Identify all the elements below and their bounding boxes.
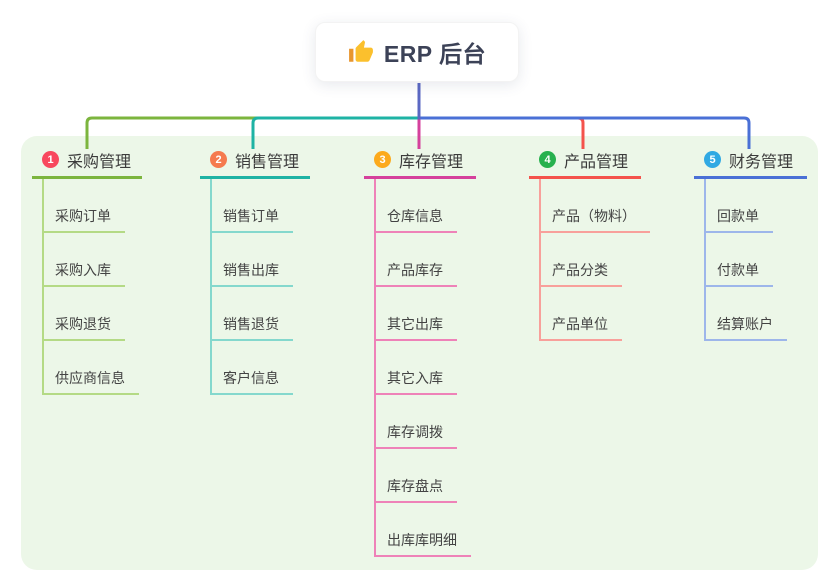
branch-5-number-badge: 5	[704, 151, 721, 168]
branch-4-label: 产品管理	[564, 153, 629, 171]
branch-1-child-1-label: 采购订单	[42, 206, 125, 233]
branch-2-child-2[interactable]: 销售出库	[210, 233, 310, 287]
branch-2-child-line	[210, 179, 212, 395]
branch-3-child-1-label: 仓库信息	[374, 206, 457, 233]
branch-4-child-1-label: 产品（物料）	[539, 206, 650, 233]
branch-1-child-2[interactable]: 采购入库	[42, 233, 142, 287]
branch-4-child-1[interactable]: 产品（物料）	[539, 179, 650, 233]
branch-3-children: 仓库信息产品库存其它出库其它入库库存调拨库存盘点出库库明细	[364, 179, 476, 557]
root-node-erp[interactable]: ERP 后台	[315, 22, 519, 82]
branch-4-child-3[interactable]: 产品单位	[539, 287, 641, 341]
branch-3-child-2-label: 产品库存	[374, 260, 457, 287]
branch-4-children: 产品（物料） 产品分类产品单位	[529, 179, 650, 341]
branch-3-child-6[interactable]: 库存盘点	[374, 449, 476, 503]
branch-2-title[interactable]: 2 销售管理	[200, 143, 310, 179]
branch-5-child-line	[704, 179, 706, 341]
branch-4-number-badge: 4	[539, 151, 556, 168]
branch-2-number-badge: 2	[210, 151, 227, 168]
branch-2-child-3[interactable]: 销售退货	[210, 287, 310, 341]
branch-2-child-4-label: 客户信息	[210, 368, 293, 395]
branch-3-child-7-label: 出库库明细	[374, 530, 471, 557]
branch-5-child-1-label: 回款单	[704, 206, 773, 233]
branch-5-label: 财务管理	[729, 153, 794, 171]
branch-3-child-1[interactable]: 仓库信息	[374, 179, 476, 233]
branch-2-child-2-label: 销售出库	[210, 260, 293, 287]
branch-3-child-line	[374, 179, 376, 557]
branch-5-child-2[interactable]: 付款单	[704, 233, 807, 287]
branch-4-title[interactable]: 4 产品管理	[529, 143, 641, 179]
branch-3-child-6-label: 库存盘点	[374, 476, 457, 503]
branch-3-child-4-label: 其它入库	[374, 368, 457, 395]
branch-5-child-2-label: 付款单	[704, 260, 773, 287]
branch-3-child-5-label: 库存调拨	[374, 422, 457, 449]
mindmap-background-panel	[21, 136, 818, 570]
branch-4-child-3-label: 产品单位	[539, 314, 622, 341]
branch-1-child-3-label: 采购退货	[42, 314, 125, 341]
branch-3-child-3-label: 其它出库	[374, 314, 457, 341]
branch-3-title[interactable]: 3 库存管理	[364, 143, 476, 179]
branch-5-child-3[interactable]: 结算账户	[704, 287, 807, 341]
branch-3-child-2[interactable]: 产品库存	[374, 233, 476, 287]
branch-1-child-4-label: 供应商信息	[42, 368, 139, 395]
branch-4-child-2-label: 产品分类	[539, 260, 622, 287]
branch-2: 2 销售管理销售订单销售出库销售退货客户信息	[200, 143, 310, 395]
branch-1-child-line	[42, 179, 44, 395]
root-node-title: ERP 后台	[383, 41, 487, 67]
branch-1-number-badge: 1	[42, 151, 59, 168]
branch-5: 5 财务管理回款单付款单结算账户	[694, 143, 807, 341]
branch-5-children: 回款单付款单结算账户	[694, 179, 807, 341]
branch-2-child-1[interactable]: 销售订单	[210, 179, 310, 233]
branch-1-child-3[interactable]: 采购退货	[42, 287, 142, 341]
branch-3-child-7[interactable]: 出库库明细	[374, 503, 476, 557]
thumbs-up-icon	[348, 40, 373, 62]
branch-4-child-line	[539, 179, 541, 341]
branch-2-child-3-label: 销售退货	[210, 314, 293, 341]
branch-1-child-2-label: 采购入库	[42, 260, 125, 287]
branch-5-child-3-label: 结算账户	[704, 314, 787, 341]
branch-5-title[interactable]: 5 财务管理	[694, 143, 807, 179]
branch-1-label: 采购管理	[67, 153, 132, 171]
branch-1-title[interactable]: 1 采购管理	[32, 143, 142, 179]
branch-2-child-1-label: 销售订单	[210, 206, 293, 233]
branch-1-children: 采购订单采购入库采购退货供应商信息	[32, 179, 142, 395]
branch-1-child-4[interactable]: 供应商信息	[42, 341, 142, 395]
branch-3-child-5[interactable]: 库存调拨	[374, 395, 476, 449]
branch-3-number-badge: 3	[374, 151, 391, 168]
branch-2-label: 销售管理	[235, 153, 300, 171]
branch-3-label: 库存管理	[399, 153, 464, 171]
branch-3-child-3[interactable]: 其它出库	[374, 287, 476, 341]
branch-3: 3 库存管理仓库信息产品库存其它出库其它入库库存调拨库存盘点出库库明细	[364, 143, 476, 557]
branch-1-child-1[interactable]: 采购订单	[42, 179, 142, 233]
branch-3-child-4[interactable]: 其它入库	[374, 341, 476, 395]
branch-1: 1 采购管理采购订单采购入库采购退货供应商信息	[32, 143, 142, 395]
branch-4: 4 产品管理产品（物料） 产品分类产品单位	[529, 143, 650, 341]
branch-2-children: 销售订单销售出库销售退货客户信息	[200, 179, 310, 395]
branch-4-child-2[interactable]: 产品分类	[539, 233, 641, 287]
branch-5-child-1[interactable]: 回款单	[704, 179, 807, 233]
branch-2-child-4[interactable]: 客户信息	[210, 341, 310, 395]
